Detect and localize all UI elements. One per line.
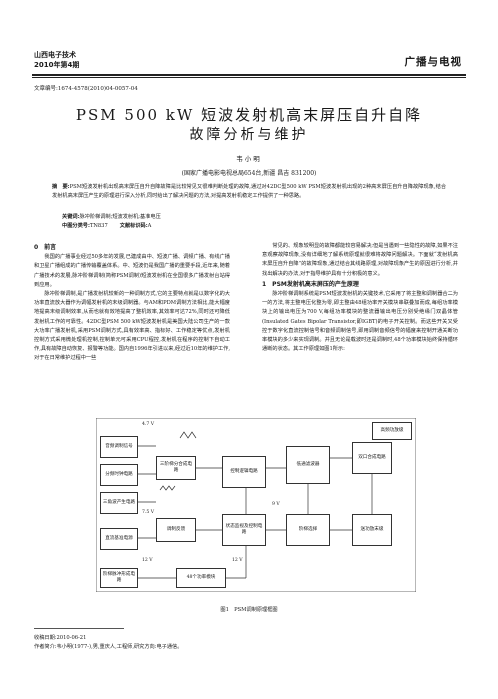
- class-value: TN837: [89, 223, 108, 229]
- journal-header: 山西电子技术 2010年第4期: [34, 50, 79, 70]
- block-status: 状态监视及控制电路: [222, 514, 266, 546]
- author-bio: 作者简介:韦小明(1977-),男,重庆人,工程师,研究方向:电子通信。: [34, 644, 183, 650]
- author-name: 韦小明: [236, 155, 262, 163]
- body-left-column: 0 前言 我国的广播事业经过50多年的发展,已建成由中、短波广播、调频广播、有线…: [34, 242, 230, 364]
- abstract-text: PSM短波发射机出现高末屏压自升自降故障是比较常见又很难判断处理的故障,通过对4…: [52, 184, 447, 199]
- header-rule-thin: [32, 77, 466, 78]
- label-voltage-1: 4.7 V: [142, 422, 155, 427]
- classification: 中图分类号:TN837 文献标识码:A: [62, 222, 151, 229]
- section-title: 广播与电视: [404, 56, 462, 68]
- keywords-label: 关键词:: [62, 214, 80, 220]
- body-right-column: 常见的、规象较明显的故障都能较容易解决;但是当遇到一些隐性的故障,如果不注意观察…: [262, 242, 458, 354]
- header-rule: [32, 74, 466, 76]
- keywords: 关键词:脉冲阶梯调制;短波发射机;基准电压: [62, 213, 161, 220]
- section-heading-principle: 1 PSM发射机高末屏压的产生原理: [262, 280, 359, 288]
- paper-title-line2: 故障分析与维护: [189, 127, 309, 143]
- intro-paragraph-2: 脉冲阶梯调制,是广播发射机较新的一种调制方式,它的主要特点就是以数字化的大功率直…: [34, 291, 230, 362]
- received-date: 收稿日期:2010-06-21: [34, 635, 87, 641]
- right-paragraph-1: 常见的、规象较明显的故障都能较容易解决;但是当遇到一些隐性的故障,如果不注意观察…: [262, 243, 458, 277]
- doc-code-value: A: [147, 223, 152, 229]
- figure-caption: 图1 PSM调制原理框图: [220, 607, 278, 613]
- class-label: 中图分类号:: [62, 223, 90, 229]
- intro-paragraph-1: 我国的广播事业经过50多年的发展,已建成由中、短波广播、调频广播、有线广播和卫星…: [34, 254, 230, 288]
- abstract-label: 摘 要:: [52, 184, 70, 190]
- footnote: 收稿日期:2010-06-21 作者简介:韦小明(1977-),男,重庆人,工程…: [34, 634, 182, 652]
- label-voltage-4: 9 V: [272, 502, 280, 507]
- block-audio-signal: 音频调制信号: [100, 436, 138, 458]
- diagram-wires: [96, 418, 416, 592]
- block-modulator: 48个功率模块: [176, 568, 226, 588]
- block-pulse: 阶梯脉冲形成电路: [100, 568, 138, 588]
- label-voltage-5: 12 V: [232, 558, 243, 563]
- author-affiliation: (国家广播电影电视总局654台,新疆 昌吉 831200): [181, 170, 317, 177]
- block-combiner: 双口合成电路: [352, 442, 392, 474]
- block-triangle: 三角波产生电路: [100, 492, 138, 514]
- abstract: 摘 要:PSM短波发射机出现高末屏压自升自降故障是比较常见又很难判断处理的故障,…: [52, 183, 446, 201]
- block-transmit: 送功放末级: [352, 514, 392, 546]
- section-heading-intro: 0 前言: [34, 244, 57, 251]
- block-ctrl: 控制逻辑电路: [222, 456, 266, 488]
- label-voltage-3: 12 V: [142, 558, 153, 563]
- block-filter: 低通滤波器: [286, 446, 330, 484]
- block-ref-power: 直流基准电源: [100, 528, 138, 550]
- right-paragraph-2: 脉冲阶梯调制系统是PSM短波发射机的关键技术,它采用了将主整和调制器合二为一的方…: [262, 291, 458, 353]
- keywords-text: 脉冲阶梯调制;短波发射机;基准电压: [79, 214, 161, 220]
- footnote-rule: [34, 628, 124, 629]
- block-step: 三阶梯分合成电路: [156, 456, 196, 480]
- block-timing: 分频时钟电路: [100, 464, 138, 486]
- journal-issue: 2010年第4期: [34, 61, 80, 69]
- article-id: 文章编号:1674-4578(2010)04-0057-04: [34, 86, 138, 92]
- block-modfb: 调制反馈: [156, 518, 196, 542]
- paper-title-line1: PSM 500 kW 短波发射机高末屏压自升自降: [75, 106, 423, 124]
- label-voltage-2: 7.5 V: [142, 510, 155, 515]
- doc-code-label: 文献标识码:: [119, 223, 148, 229]
- figure-psm-block-diagram: 音频调制信号 分频时钟电路 三角波产生电路 直流基准电源 阶梯脉冲形成电路 三阶…: [96, 418, 416, 592]
- journal-name: 山西电子技术: [34, 51, 76, 59]
- block-hf-amp: 高频功放级: [372, 422, 412, 440]
- block-coil: 阶梯选择: [286, 514, 330, 546]
